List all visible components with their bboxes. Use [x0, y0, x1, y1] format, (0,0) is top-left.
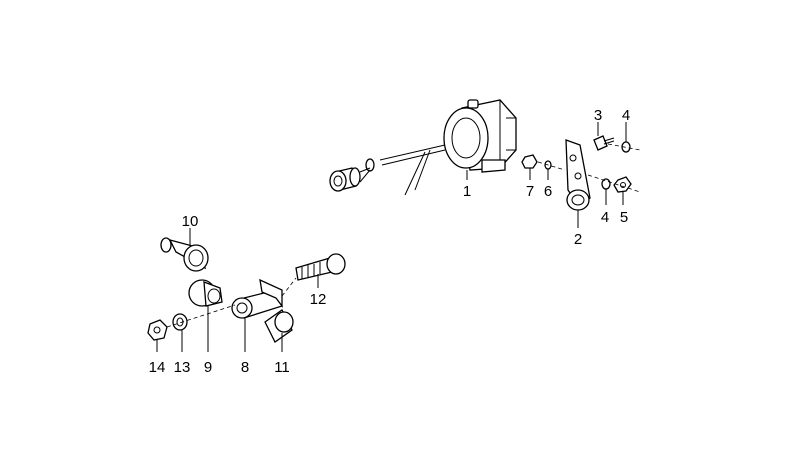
part-1-actuator[interactable] — [329, 99, 517, 196]
part-13-washer[interactable] — [172, 313, 188, 331]
part-3-bolt[interactable] — [593, 135, 615, 151]
callout-5: 5 — [620, 209, 628, 226]
callout-4b: 4 — [601, 209, 609, 226]
callout-9: 9 — [204, 359, 212, 376]
part-9-sleeve[interactable] — [188, 279, 223, 307]
part-2-bracket[interactable] — [565, 139, 591, 211]
callout-6: 6 — [544, 183, 552, 200]
part-12-screw[interactable] — [295, 253, 346, 281]
callout-11: 11 — [274, 359, 290, 376]
callout-13: 13 — [174, 359, 191, 376]
callout-8: 8 — [241, 359, 249, 376]
callout-14: 14 — [149, 359, 166, 376]
part-10-bushing[interactable] — [160, 237, 209, 272]
part-11-cap[interactable] — [264, 309, 294, 343]
part-5-nut[interactable] — [613, 176, 632, 193]
part-7-nut[interactable] — [521, 154, 538, 169]
part-4b-washer[interactable] — [601, 178, 611, 190]
callout-12: 12 — [310, 291, 327, 308]
callout-7: 7 — [526, 183, 534, 200]
callout-2: 2 — [574, 231, 582, 248]
part-14-nut[interactable] — [147, 319, 168, 341]
callout-3: 3 — [594, 107, 602, 124]
callout-10: 10 — [182, 213, 199, 230]
callout-1: 1 — [463, 183, 471, 200]
callout-4a: 4 — [622, 107, 630, 124]
part-8-clamp[interactable] — [231, 278, 283, 319]
